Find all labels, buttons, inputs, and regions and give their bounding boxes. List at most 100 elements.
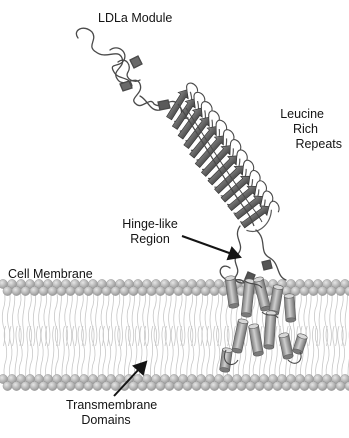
lipid-head xyxy=(255,381,264,390)
lipid-tail xyxy=(330,290,332,346)
lipid-tail xyxy=(49,290,51,346)
lipid-tail xyxy=(158,290,160,346)
lipid-tail xyxy=(153,290,156,346)
lipid-head xyxy=(147,286,156,295)
lipid-tail xyxy=(217,326,220,380)
lipid-tail xyxy=(311,326,313,380)
lipid-tail xyxy=(59,290,61,346)
lipid-tail xyxy=(103,326,106,380)
lipid-head xyxy=(30,286,39,295)
lipid-head xyxy=(300,286,309,295)
cell-membrane-label: Cell Membrane xyxy=(8,267,93,282)
lipid-tail xyxy=(176,326,178,380)
lipid-head xyxy=(309,381,318,390)
lipid-head xyxy=(210,286,219,295)
lipid-tail xyxy=(319,290,322,346)
lipid-head xyxy=(102,286,111,295)
tm-helix xyxy=(264,310,277,349)
lipid-head xyxy=(156,381,165,390)
hinge-label-line-1: Hinge-like xyxy=(112,217,188,232)
lipid-tail xyxy=(345,290,347,346)
lipid-head xyxy=(66,286,75,295)
lipid-head xyxy=(30,381,39,390)
lipid-head xyxy=(336,286,345,295)
lipid-tail xyxy=(91,290,94,346)
ldla-module-ribbon xyxy=(76,28,188,118)
lipid-tail xyxy=(306,326,309,380)
hinge-label-line-2: Region xyxy=(112,232,188,247)
lipid-head xyxy=(309,286,318,295)
lipid-head xyxy=(165,381,174,390)
transmembrane-domains-label: Transmembrane Domains xyxy=(66,398,146,428)
lipid-tail xyxy=(26,326,29,380)
lipid-tail xyxy=(55,326,58,380)
lipid-head xyxy=(39,286,48,295)
tm-label-line-2: Domains xyxy=(66,413,146,428)
lipid-tail xyxy=(70,290,73,346)
lipid-tail xyxy=(41,326,44,380)
lipid-head xyxy=(165,286,174,295)
lipid-head xyxy=(147,381,156,390)
lipid-tail xyxy=(111,290,113,346)
lrr-label-line-1: Leucine xyxy=(262,107,342,122)
lipid-tail xyxy=(191,326,194,380)
ldla-module-label: LDLa Module xyxy=(98,11,172,26)
lipid-tail xyxy=(169,290,172,346)
lipid-tail xyxy=(33,290,35,346)
lipid-tail xyxy=(15,326,17,380)
lipid-head xyxy=(183,286,192,295)
lipid-head xyxy=(3,381,12,390)
lipid-tail xyxy=(88,326,91,380)
lipid-head xyxy=(48,381,57,390)
lipid-tail xyxy=(77,326,79,380)
pointer-arrows xyxy=(114,236,240,396)
lipid-head xyxy=(57,286,66,295)
lipid-head xyxy=(12,381,21,390)
lipid-head xyxy=(3,286,12,295)
lipid-tail xyxy=(114,326,116,380)
lipid-tail xyxy=(194,290,196,346)
lipid-head xyxy=(156,286,165,295)
lipid-head xyxy=(174,381,183,390)
lipid-tail xyxy=(9,326,12,380)
lipid-head xyxy=(201,381,210,390)
lipid-head xyxy=(66,381,75,390)
lipid-tail xyxy=(22,290,25,346)
lipid-head xyxy=(327,286,336,295)
lipid-tail xyxy=(4,326,7,380)
lipid-tail xyxy=(210,290,212,346)
lipid-head xyxy=(21,381,30,390)
lipid-tail xyxy=(161,326,163,380)
lipid-tail xyxy=(150,326,152,380)
lipid-head xyxy=(75,286,84,295)
lipid-head xyxy=(111,286,120,295)
lipid-head xyxy=(138,381,147,390)
lipid-head xyxy=(48,286,57,295)
leucine-rich-repeats-label: Leucine Rich Repeats xyxy=(262,107,342,152)
lipid-head xyxy=(102,381,111,390)
lipid-tail xyxy=(124,326,127,380)
hinge-arrow xyxy=(182,236,232,254)
lipid-head xyxy=(84,286,93,295)
lipid-head xyxy=(291,381,300,390)
lipid-head xyxy=(246,381,255,390)
lipid-tail xyxy=(174,290,176,346)
lipid-tail xyxy=(54,290,57,346)
lipid-tail xyxy=(92,326,95,380)
lipid-tail xyxy=(309,290,311,346)
lrr-label-line-3: Repeats xyxy=(262,137,342,152)
lipid-tail xyxy=(19,326,22,380)
lipid-head xyxy=(201,286,210,295)
lipid-tail xyxy=(121,290,124,346)
lipid-head xyxy=(273,381,282,390)
lipid-tail xyxy=(108,326,111,380)
lipid-tail xyxy=(202,326,205,380)
hinge-like-region-label: Hinge-like Region xyxy=(112,217,188,247)
lipid-tail xyxy=(72,326,75,380)
lipid-tail xyxy=(52,326,54,380)
lipid-head xyxy=(174,286,183,295)
lipid-tail xyxy=(322,326,325,380)
lipid-head xyxy=(300,381,309,390)
lipid-tail xyxy=(184,290,187,346)
lipid-tail xyxy=(85,290,88,346)
